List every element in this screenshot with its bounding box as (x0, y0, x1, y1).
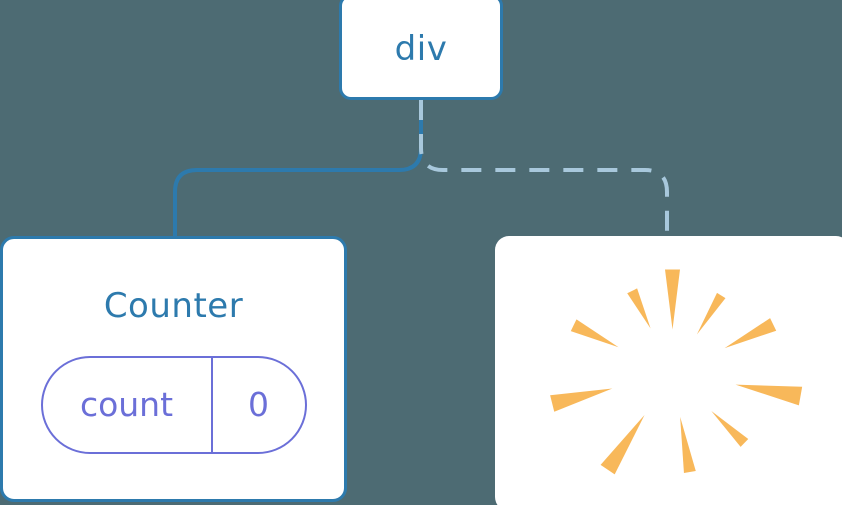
node-counter[interactable]: Counter count 0 (0, 236, 347, 502)
edge-div-to-counter (173, 100, 423, 236)
node-div[interactable]: div (339, 0, 503, 100)
burst-ray (711, 411, 749, 447)
state-pill-key: count (43, 358, 213, 452)
node-counter-label: Counter (103, 286, 244, 326)
edge-div-to-burst (419, 100, 669, 236)
burst-ray (550, 388, 613, 412)
node-burst[interactable] (495, 236, 842, 505)
rerender-burst-icon (550, 269, 803, 475)
burst-ray (627, 288, 651, 329)
burst-ray (665, 269, 680, 330)
state-pill-count[interactable]: count 0 (40, 356, 307, 454)
state-pill-value: 0 (248, 384, 269, 424)
node-div-label: div (394, 29, 448, 69)
burst-ray (724, 318, 777, 349)
burst-ray (570, 319, 619, 348)
burst-ray (680, 416, 696, 474)
burst-ray (735, 384, 803, 406)
burst-ray-group (550, 269, 803, 475)
burst-ray (600, 414, 645, 475)
burst-ray (696, 292, 726, 335)
